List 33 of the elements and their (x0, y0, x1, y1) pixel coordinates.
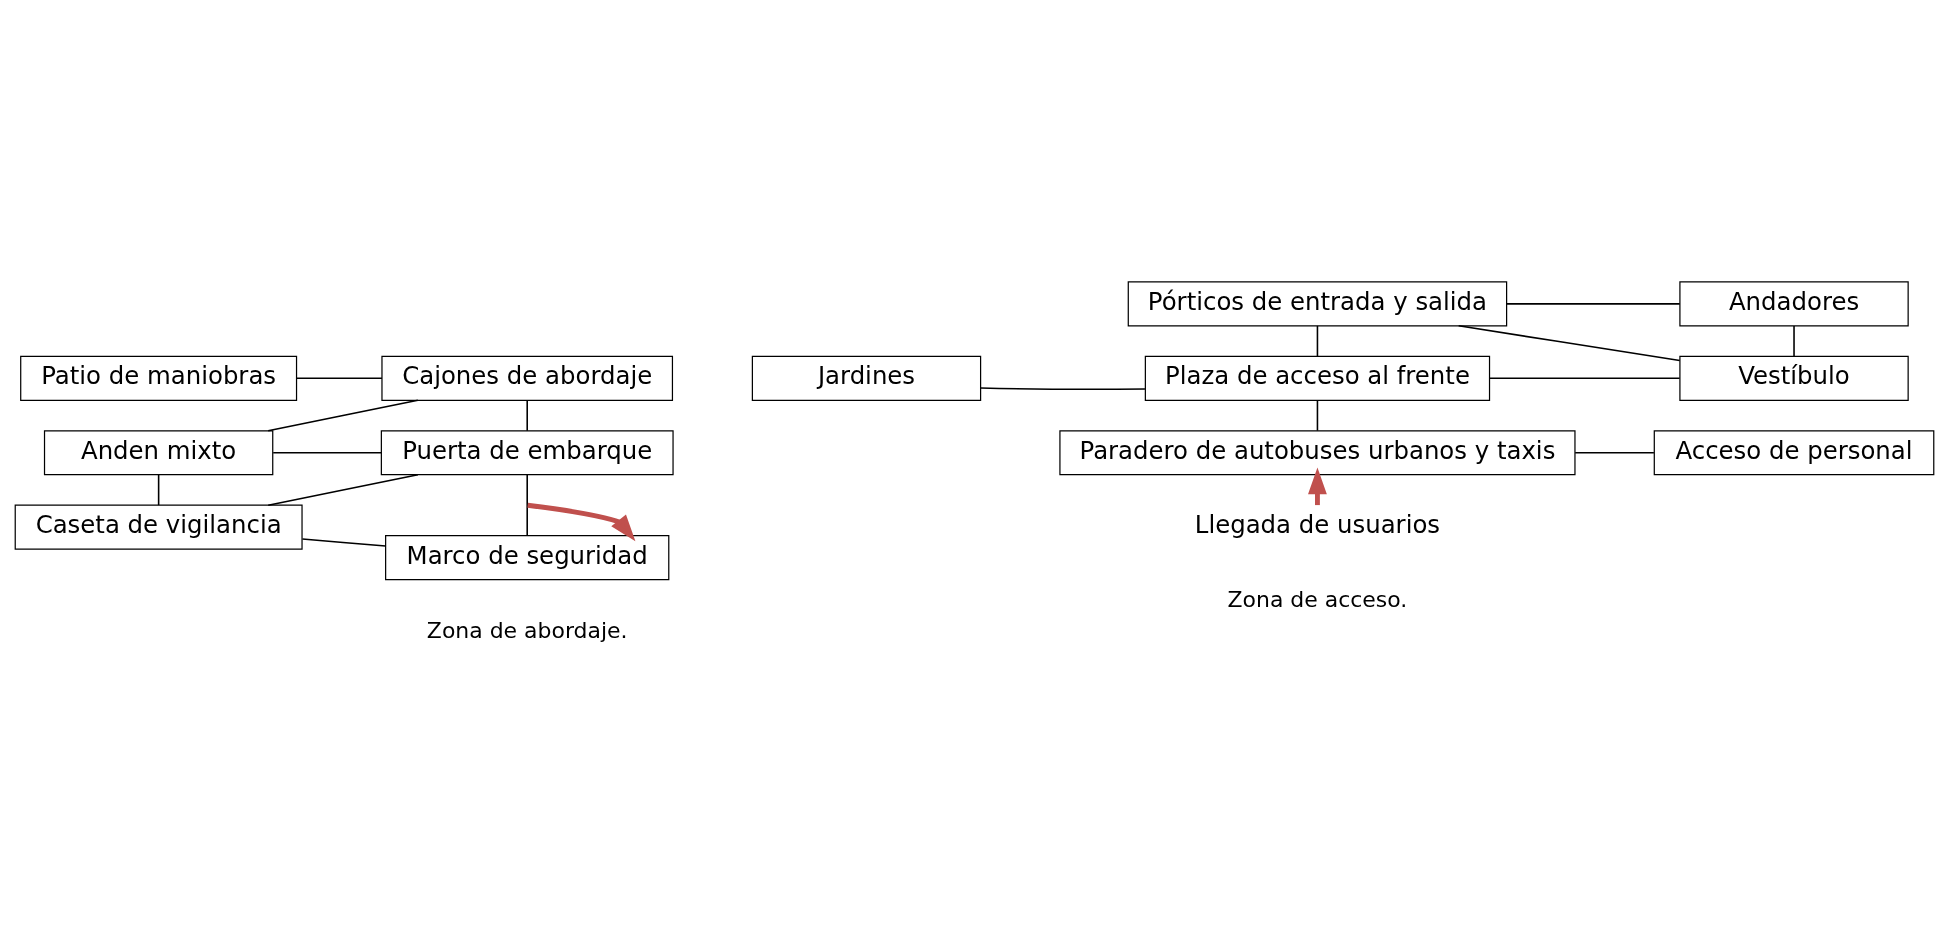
connector (295, 377, 383, 379)
connector (1574, 451, 1655, 454)
node-box: Cajones de abordaje (381, 355, 674, 401)
connector (1457, 324, 1681, 361)
connector (267, 473, 419, 506)
node-text: Llegada de usuarios (1194, 509, 1441, 539)
node-box: Plaza de acceso al frente (1144, 355, 1491, 401)
connector (1793, 324, 1795, 357)
node-box: Puerta de embarque (380, 429, 674, 475)
connector (1316, 399, 1319, 431)
connector (526, 473, 528, 536)
connector (272, 451, 382, 454)
node-box: Patio de maniobras (20, 355, 298, 401)
connector (1505, 302, 1681, 305)
node-box: Vestíbulo (1679, 355, 1909, 401)
node-box: Caseta de vigilancia (14, 504, 303, 550)
connector (157, 473, 160, 506)
connector (1316, 324, 1319, 357)
node-box: Acceso de personal (1653, 429, 1935, 475)
connector (267, 399, 419, 431)
arrow (527, 502, 636, 541)
node-box: Jardines (751, 355, 982, 401)
node-box: Paradero de autobuses urbanos y taxis (1059, 429, 1576, 475)
node-box: Marco de seguridad (385, 534, 670, 580)
connector (526, 399, 528, 431)
connector (301, 537, 387, 547)
node-box: Anden mixto (43, 429, 274, 475)
connector (980, 386, 1146, 390)
node-box: Pórticos de entrada y salida (1127, 280, 1508, 326)
connector (1489, 377, 1681, 379)
label: Zona de acceso. (1227, 586, 1408, 612)
label: Zona de abordaje. (426, 617, 628, 643)
node-box: Andadores (1679, 280, 1909, 326)
